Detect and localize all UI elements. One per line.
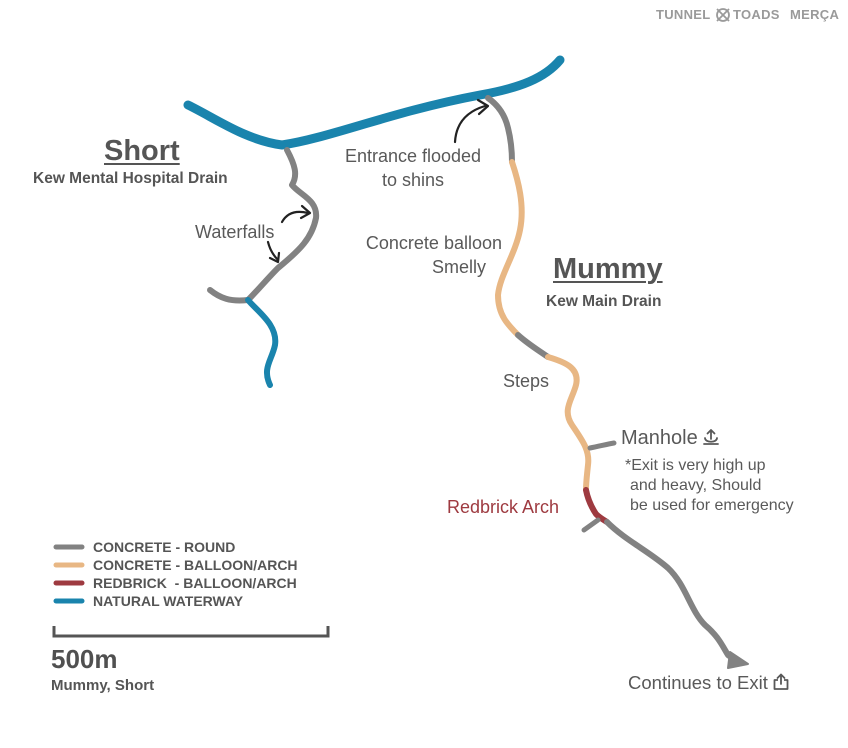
continues-to-exit-row: Continues to Exit [628, 672, 790, 694]
short-drain-subtitle: Kew Mental Hospital Drain [33, 170, 228, 187]
waterfall-arrow-lower [266, 240, 280, 262]
exit-up-icon [702, 429, 719, 445]
mummy-drain-redbrick-section [583, 487, 610, 525]
waterfall-arrowhead-lower-icon [268, 251, 281, 264]
natural-waterway-creek [183, 55, 565, 150]
entrance-note-line1: Entrance flooded [344, 146, 482, 166]
brand-merca-text: MERÇA [790, 7, 840, 22]
manhole-branch [587, 440, 617, 451]
balloon-note-line1: Concrete balloon [365, 233, 502, 253]
balloon-note: Concrete balloon Smelly [340, 231, 502, 279]
exit-warning-line2: and heavy, Should [630, 477, 762, 494]
redbrick-side-stub [581, 517, 601, 533]
mummy-drain-title: Mummy [553, 253, 663, 285]
manhole-label: Manhole [621, 427, 698, 449]
mummy-drain-exit-section [604, 519, 741, 665]
short-outflow-waterway [245, 297, 279, 388]
continues-to-exit-label: Continues to Exit [628, 672, 768, 693]
steps-label: Steps [503, 371, 550, 391]
scale-distance: 500m [51, 644, 118, 674]
entrance-note: Entrance flooded to shins [332, 144, 494, 192]
exit-warning-note: *Exit is very high up and heavy, Should … [625, 456, 794, 516]
legend-redbrick-balloon-label: REDBRICK - BALLOON/ARCH [93, 575, 297, 591]
exit-warning-line3: be used for emergency [630, 497, 794, 514]
short-drain-title: Short [104, 135, 180, 167]
waterfalls-label: Waterfalls [195, 222, 275, 242]
legend-concrete-balloon-label: CONCRETE - BALLOON/ARCH [93, 557, 298, 573]
mummy-drain-balloon-section-2 [545, 354, 592, 493]
scale-applies-to: Mummy, Short [51, 677, 155, 694]
mummy-drain-subtitle: Kew Main Drain [546, 293, 662, 310]
entrance-annotation-arrowhead-icon [476, 98, 490, 116]
balloon-note-line2: Smelly [431, 257, 486, 277]
waterfall-arrow-upper [280, 210, 310, 224]
waterfall-arrowhead-upper-icon [299, 204, 312, 220]
entrance-note-line2: to shins [381, 170, 445, 190]
exit-warning-line1: *Exit is very high up [625, 457, 766, 474]
legend-concrete-round-label: CONCRETE - ROUND [93, 539, 236, 555]
mummy-drain-balloon-section-1 [495, 159, 525, 338]
entrance-annotation-arrow [453, 104, 487, 144]
mummy-drain-entrance-section [485, 95, 515, 165]
short-drain-side-branch [207, 287, 251, 304]
brand-tunnel-text: TUNNEL [656, 7, 711, 22]
legend-natural-waterway-label: NATURAL WATERWAY [93, 593, 244, 609]
mummy-drain-steps-section [515, 332, 551, 360]
brand-toads-text: TOADS [733, 7, 780, 22]
scale-bar [52, 626, 330, 638]
share-exit-icon [773, 673, 789, 690]
short-drain-tunnel [245, 147, 320, 303]
crossed-circle-icon [716, 8, 730, 22]
redbrick-arch-label: Redbrick Arch [447, 497, 560, 517]
manhole-label-row: Manhole [621, 427, 720, 450]
exit-arrowhead-icon [727, 651, 749, 669]
